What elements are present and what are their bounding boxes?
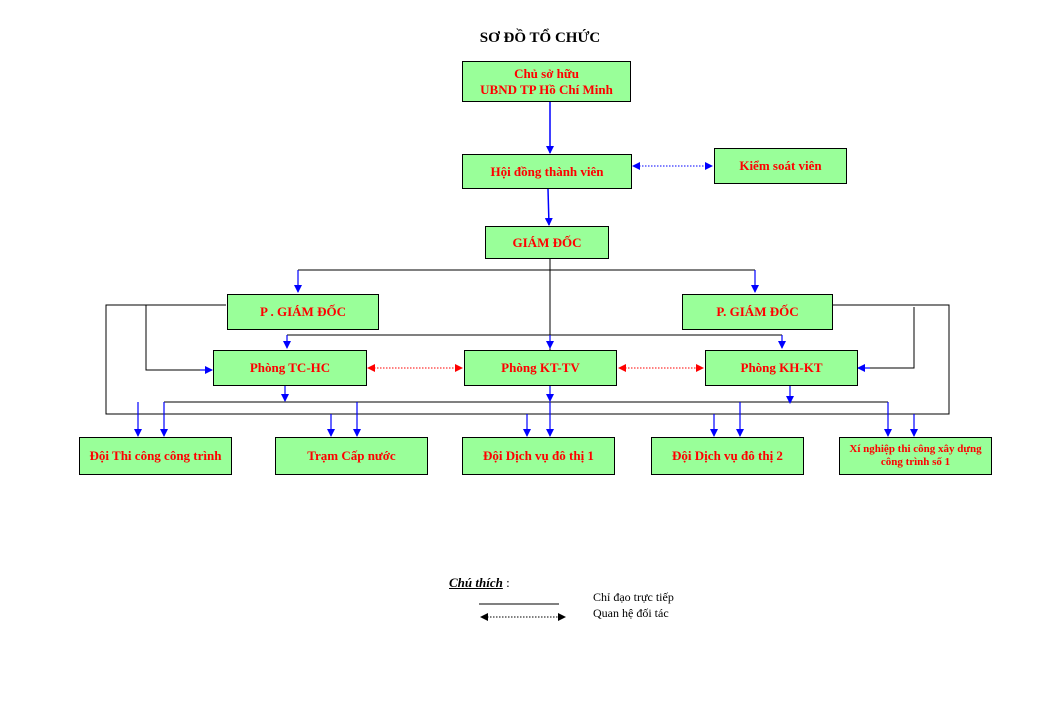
owner-line1: Chủ sở hữu	[514, 65, 579, 81]
unit-construction-label: Đội Thi công công trình	[89, 448, 222, 463]
unit-urban2-label: Đội Dịch vụ đô thị 2	[672, 448, 783, 463]
legend-title-suffix: :	[502, 575, 510, 590]
legend-partner-label: Quan hệ đối tác	[593, 606, 669, 620]
legend-direct-label: Chỉ đạo trực tiếp	[593, 590, 674, 604]
dept-tchc-label: Phòng TC-HC	[249, 360, 331, 375]
unit-urban1-label: Đội Dịch vụ đô thị 1	[483, 448, 594, 463]
board-box: Hội đồng thành viên	[462, 154, 632, 189]
unit-enterprise-line2: công trình số 1	[880, 456, 951, 468]
unit-enterprise-line1: Xí nghiệp thi công xây dựng	[849, 443, 982, 455]
director-box: GIÁM ĐỐC	[485, 226, 609, 259]
dept-tchc-box: Phòng TC-HC	[213, 350, 367, 386]
unit-water-box: Trạm Cấp nước	[275, 437, 428, 475]
unit-construction-box: Đội Thi công công trình	[79, 437, 232, 475]
board-label: Hội đồng thành viên	[490, 163, 604, 179]
deputy-right-label: P. GIÁM ĐỐC	[716, 304, 799, 319]
legend-title: Chú thích :	[449, 575, 510, 591]
supervisor-box: Kiểm soát viên	[714, 148, 847, 184]
chart-title: SƠ ĐỒ TỔ CHỨC	[479, 30, 601, 46]
unit-enterprise-box: Xí nghiệp thi công xây dựng công trình s…	[839, 437, 992, 475]
dept-kttv-box: Phòng KT-TV	[464, 350, 617, 386]
dept-khkt-label: Phòng KH-KT	[740, 360, 823, 375]
dept-khkt-box: Phòng KH-KT	[705, 350, 858, 386]
owner-box: Chủ sở hữu UBND TP Hồ Chí Minh	[462, 61, 631, 102]
owner-line2: UBND TP Hồ Chí Minh	[480, 81, 613, 97]
director-label: GIÁM ĐỐC	[512, 234, 582, 250]
unit-urban1-box: Đội Dịch vụ đô thị 1	[462, 437, 615, 475]
unit-urban2-box: Đội Dịch vụ đô thị 2	[651, 437, 804, 475]
deputy-right-box: P. GIÁM ĐỐC	[682, 294, 833, 330]
supervisor-label: Kiểm soát viên	[739, 158, 822, 173]
deputy-left-label: P . GIÁM ĐỐC	[260, 304, 346, 319]
deputy-left-box: P . GIÁM ĐỐC	[227, 294, 379, 330]
legend-title-text: Chú thích	[449, 575, 503, 590]
dept-kttv-label: Phòng KT-TV	[501, 360, 580, 375]
unit-water-label: Trạm Cấp nước	[307, 448, 396, 463]
